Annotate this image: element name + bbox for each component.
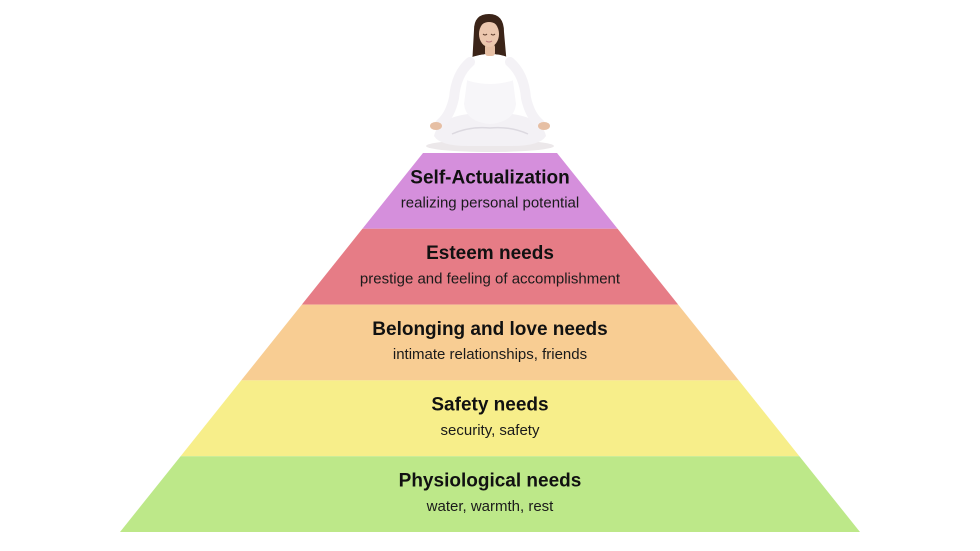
level-title-esteem: Esteem needs xyxy=(426,243,554,264)
level-title-physiological: Physiological needs xyxy=(399,471,582,492)
level-title-belonging: Belonging and love needs xyxy=(372,319,607,340)
level-title-self-actualization: Self-Actualization xyxy=(410,167,569,188)
level-subtitle-belonging: intimate relationships, friends xyxy=(393,346,587,363)
pyramid-band-belonging xyxy=(241,304,739,381)
level-subtitle-physiological: water, warmth, rest xyxy=(426,498,555,515)
pyramid-level-self-actualization: Self-Actualization realizing personal pot… xyxy=(362,153,618,229)
pyramid-band-esteem xyxy=(301,228,679,305)
pyramid-level-safety: Safety needs security, safety xyxy=(180,380,800,457)
level-subtitle-safety: security, safety xyxy=(441,422,540,439)
pyramid-band-physiological xyxy=(120,456,860,532)
level-subtitle-esteem: prestige and feeling of accomplishment xyxy=(360,270,621,287)
pyramid-level-esteem: Esteem needs prestige and feeling of acco… xyxy=(301,228,679,305)
pyramid: Self-Actualization realizing personal pot… xyxy=(120,153,860,532)
pyramid-band-safety xyxy=(180,380,800,457)
level-subtitle-self-actualization: realizing personal potential xyxy=(401,195,579,212)
pyramid-band-self-actualization xyxy=(362,153,618,229)
meditating-woman-figure xyxy=(426,14,554,152)
level-title-safety: Safety needs xyxy=(431,395,548,416)
pyramid-level-physiological: Physiological needs water, warmth, rest xyxy=(120,456,860,532)
pyramid-level-belonging: Belonging and love needs intimate relatio… xyxy=(241,304,739,381)
